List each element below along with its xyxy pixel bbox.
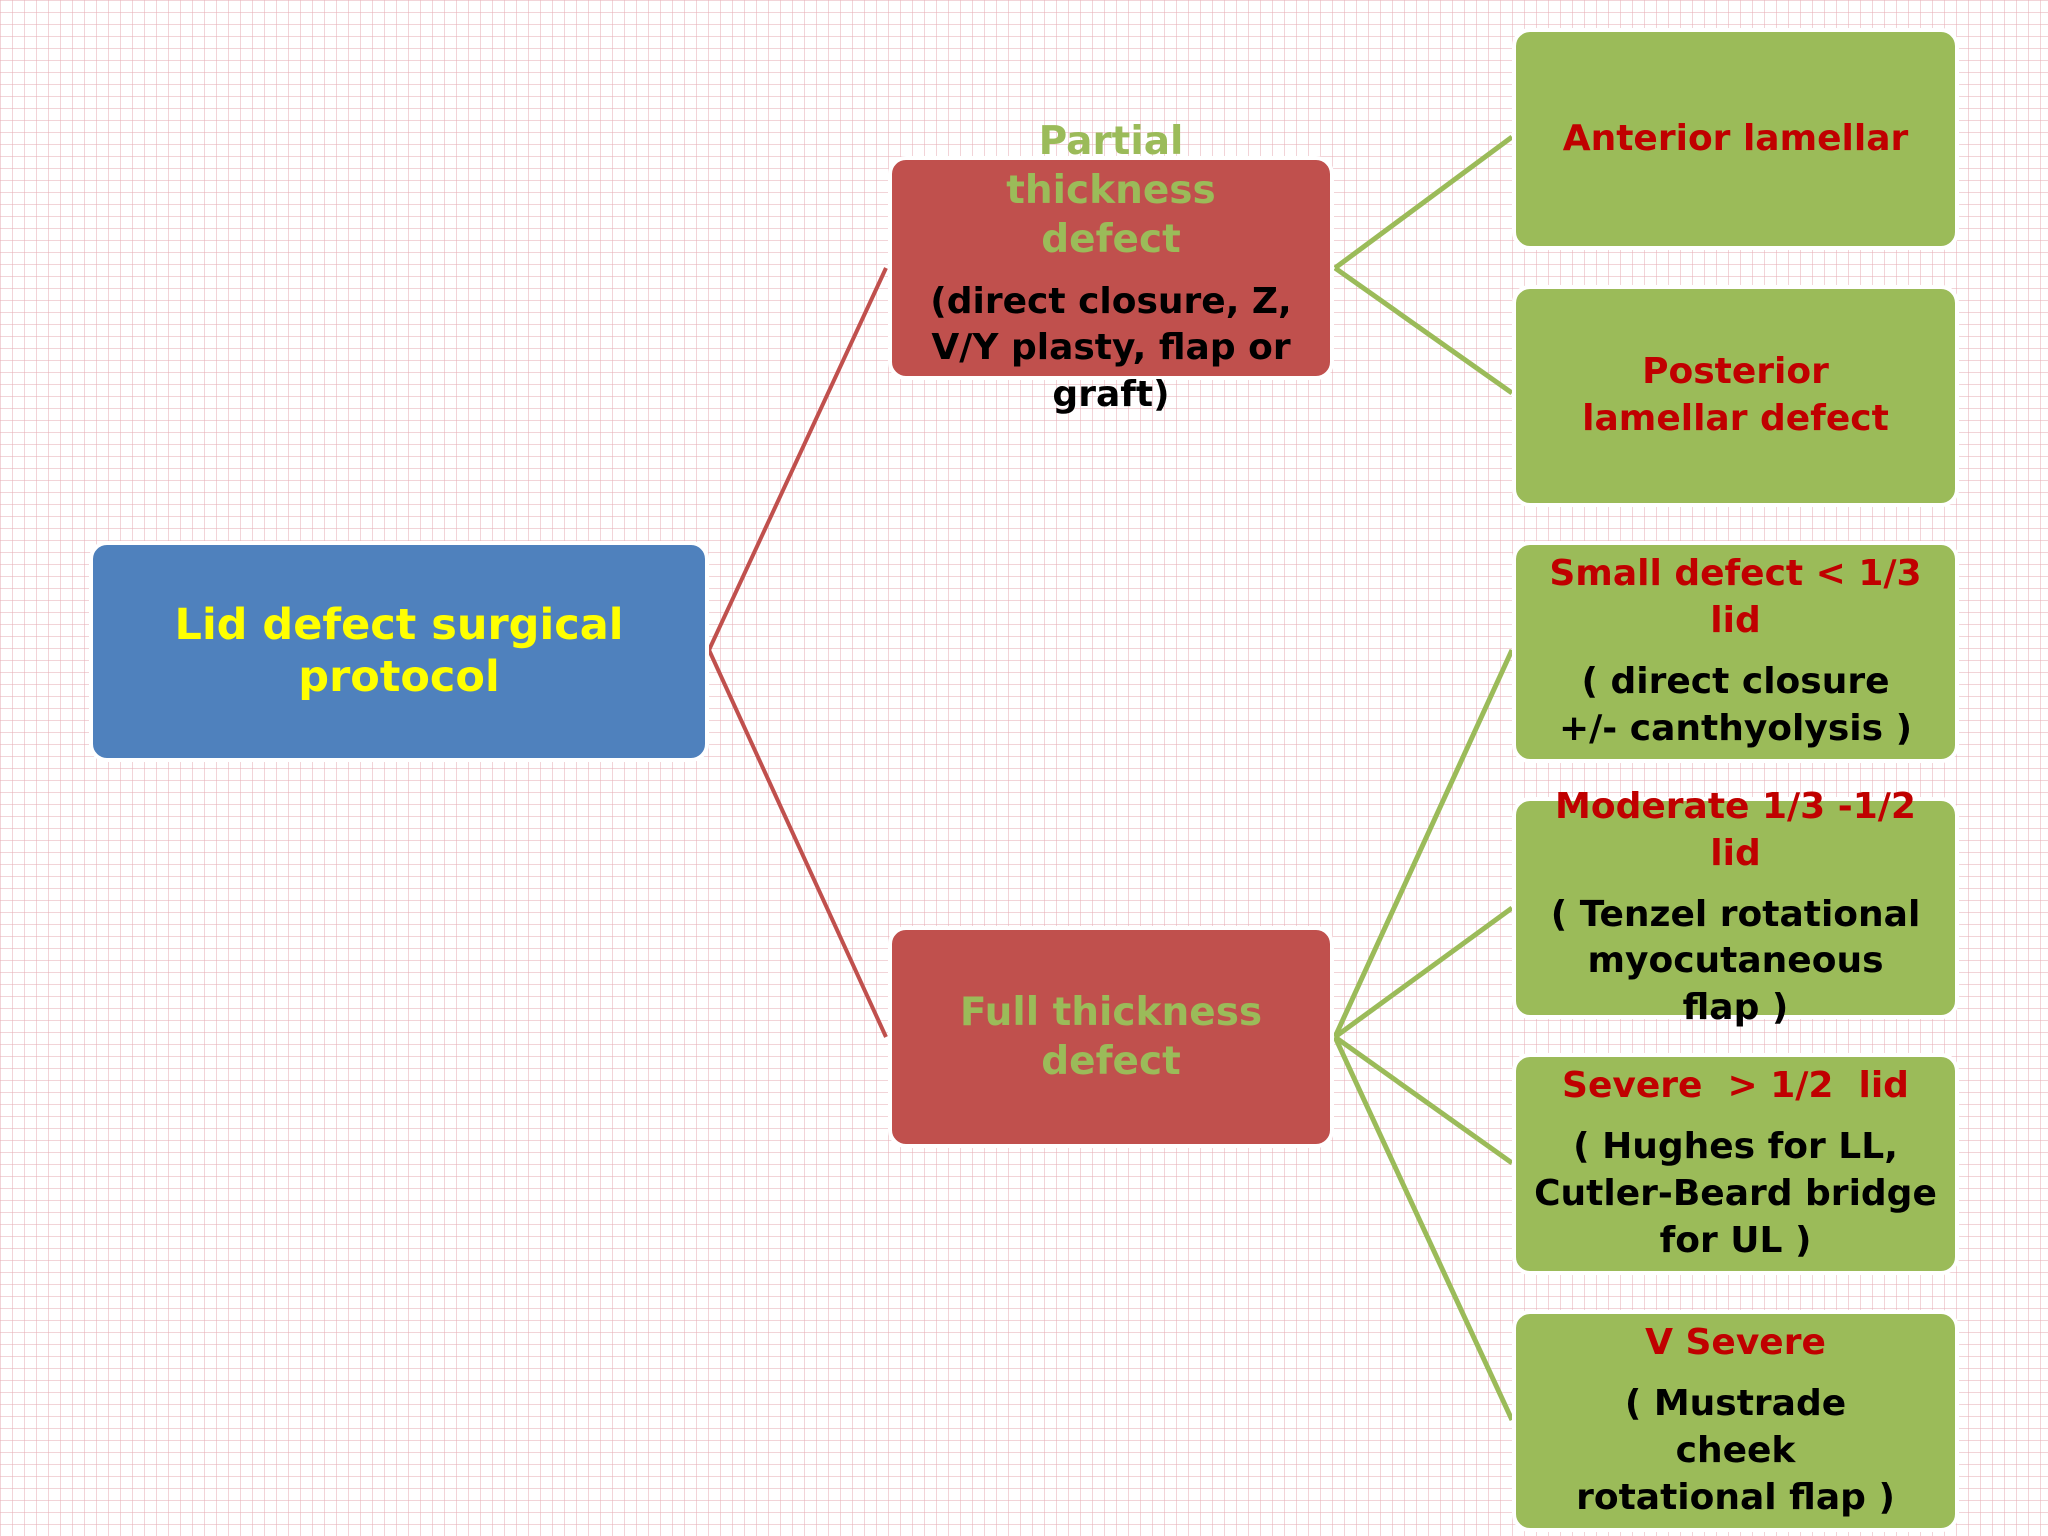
partial-thickness-node: Partial thickness defect (direct closure… [888,119,1334,415]
leaf-moderate-defect: Moderate 1/3 -1/2 lid ( Tenzel rotationa… [1512,786,1959,1028]
severe-defect-detail: ( Hughes for LL, Cutler-Beard bridge for… [1534,1126,1937,1261]
very-severe-defect-detail: ( Mustrade cheek rotational flap ) [1576,1383,1895,1518]
connector-full-vsevere [1332,1035,1515,1422]
posterior-lamellar-title: Posterior lamellar defect [1582,351,1889,439]
full-thickness-title: Full thickness defect [959,989,1263,1084]
leaf-very-severe-defect: V Severe ( Mustrade cheek rotational fla… [1512,1310,1959,1532]
root-label: Lid defect surgical protocol [174,599,624,702]
severe-defect-title: Severe > 1/2 lid [1562,1065,1909,1107]
full-thickness-node: Full thickness defect [888,926,1334,1148]
connector-partial-anterior [1333,134,1514,271]
connector-full-moderate [1333,905,1514,1040]
connector-full-severe [1333,1034,1514,1166]
partial-thickness-title: Partial thickness defect [1006,119,1216,263]
connector-partial-posterior [1333,265,1514,396]
small-defect-title: Small defect < 1/3 lid [1549,553,1922,642]
partial-thickness-detail: (direct closure, Z, V/Y plasty, flap or … [930,280,1292,416]
connector-root-partial [707,267,888,651]
root-node: Lid defect surgical protocol [89,541,709,762]
moderate-defect-detail: ( Tenzel rotational myocutaneous flap ) [1550,893,1921,1029]
moderate-defect-title: Moderate 1/3 -1/2 lid [1555,786,1916,874]
connector-root-full [707,649,888,1038]
leaf-posterior-lamellar: Posterior lamellar defect [1512,285,1959,507]
leaf-severe-defect: Severe > 1/2 lid ( Hughes for LL, Cutler… [1512,1053,1959,1275]
leaf-anterior-lamellar: Anterior lamellar [1512,28,1959,250]
very-severe-defect-title: V Severe [1645,1322,1826,1364]
small-defect-detail: ( direct closure +/- canthyolysis ) [1558,661,1913,749]
anterior-lamellar-title: Anterior lamellar [1562,117,1909,159]
leaf-small-defect: Small defect < 1/3 lid ( direct closure … [1512,541,1959,763]
connector-full-small [1332,648,1515,1039]
